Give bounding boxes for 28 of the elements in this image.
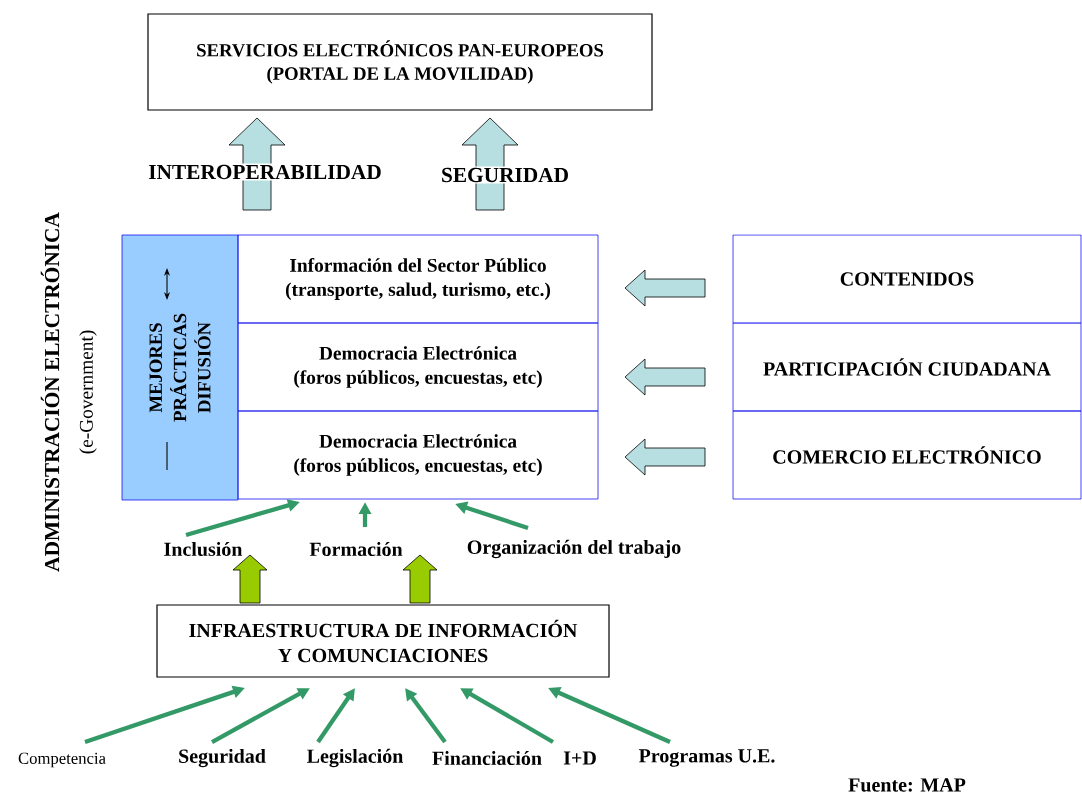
row-box: COMERCIO ELECTRÓNICO [732,410,1082,500]
block-arrow [232,554,268,604]
block-arrow [624,269,706,307]
factor-label: Programas U.E. [638,749,775,767]
row-box: CONTENIDOS [732,234,1082,324]
side-label: Fuente: MAP [848,778,966,792]
factor-label: Organización del trabajo [467,539,681,559]
edge-label: INTEROPERABILIDAD [146,163,384,181]
factor-label: Competencia [18,752,106,768]
side-label: (e-Government) [79,330,97,454]
row-box: Democracia Electrónica (foros públicos, encuestas, etc) [237,410,599,500]
title-box: SERVICIOS ELECTRÓNICOS PAN-EUROPEOS (PORTAL DE LA MOVILIDAD) [147,13,653,111]
block-arrow [402,554,438,604]
row-box: Democracia Electrónica (foros públicos, encuestas, etc) [237,322,599,412]
factor-label: Legislación [307,748,404,768]
side-column: MEJORES PRÁCTICAS DIFUSIÓN [121,234,239,501]
row-box: Información del Sector Público (transporte, salud, turismo, etc.) [237,234,599,324]
edge-label: SEGURIDAD [439,166,571,184]
factor-label: Inclusión [164,541,243,557]
block-arrow [624,358,706,396]
factor-label: I+D [563,751,596,765]
row-box: PARTICIPACIÓN CIUDADANA [732,322,1082,412]
title-box: INFRAESTRUCTURA DE INFORMACIÓN Y COMUNCIACIONES [156,604,610,678]
block-arrow [624,438,706,476]
factor-label: Seguridad [179,748,266,768]
side-label: ADMINISTRACIÓN ELECTRÓNICA [40,212,60,572]
factor-label: Formación [309,542,403,557]
factor-label: Financiación [432,751,542,766]
